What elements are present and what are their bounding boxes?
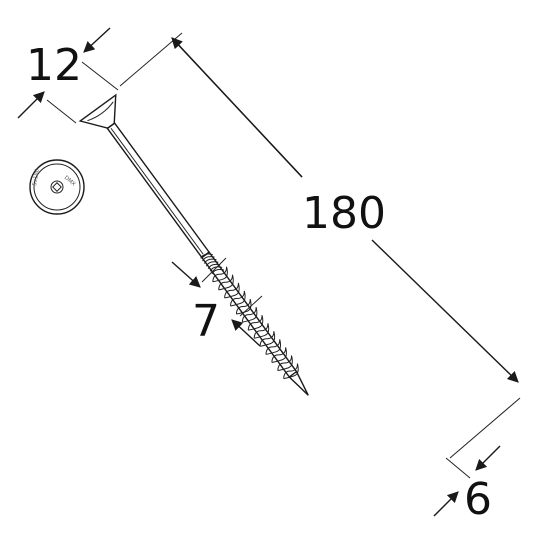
screw-tip xyxy=(288,371,309,396)
screw-thread xyxy=(200,251,299,380)
head-marking: DMX 5x180 xyxy=(29,159,85,215)
screw-body xyxy=(78,93,309,396)
head-marking-bottom: 5x180 xyxy=(32,168,41,187)
dim-head-diameter-label: 12 xyxy=(26,40,82,91)
head-marking-top: DMX xyxy=(63,175,77,188)
dim-head-diameter: 12 xyxy=(17,27,119,124)
dim-thread-diameter-label: 6 xyxy=(464,474,492,525)
screw-shank xyxy=(106,122,211,259)
dim-thread-diameter: 6 xyxy=(433,445,501,525)
dim-shank-diameter-label: 7 xyxy=(192,296,220,347)
dim-length-label: 180 xyxy=(302,188,386,239)
dim-shank-diameter: 7 xyxy=(171,257,263,347)
dim-length: 180 xyxy=(119,32,521,459)
